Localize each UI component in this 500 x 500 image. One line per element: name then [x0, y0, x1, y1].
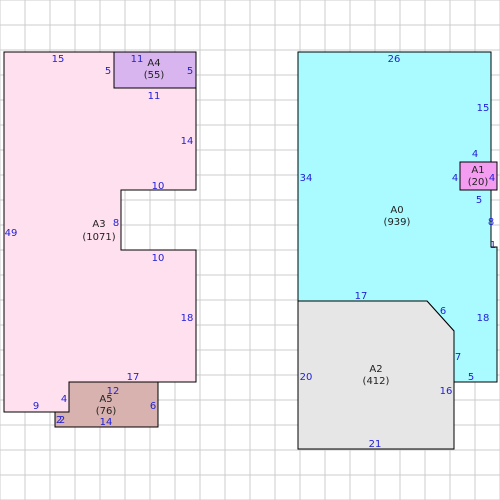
- dim-label-a4-top: 11: [131, 54, 144, 65]
- dim-label-a5-bottom: 14: [100, 417, 113, 428]
- dim-label-a2-chamfer: 6: [440, 306, 446, 317]
- area-a5-value: (76): [96, 406, 117, 417]
- dim-label-a2-top: 17: [355, 291, 368, 302]
- dim-label-a3-right-lower: 18: [181, 313, 194, 324]
- dim-label-a5-top: 12: [107, 386, 120, 397]
- dim-label-a0-right-lower: 18: [477, 313, 490, 324]
- dim-label-a0-bottom-right: 5: [468, 372, 474, 383]
- area-a5: [54, 381, 159, 428]
- dim-label-a1-bottom: 5: [476, 195, 482, 206]
- dim-label-a3-left: 49: [5, 228, 18, 239]
- dim-label-a2-right-upper: 7: [455, 352, 461, 363]
- dim-label-a0-right-mid: 8: [488, 217, 494, 228]
- area-a0-value: (939): [384, 217, 411, 228]
- dim-label-a3-right-upper: 14: [181, 136, 194, 147]
- dim-label-a4-left: 5: [105, 66, 111, 77]
- area-a1-value: (20): [468, 177, 489, 188]
- area-a1-name: A1: [471, 165, 484, 176]
- area-a0-name: A0: [390, 205, 403, 216]
- dim-label-a3-top: 15: [52, 54, 65, 65]
- dim-label-a5-right: 6: [150, 401, 156, 412]
- area-a1: [459, 161, 498, 191]
- dim-label-a3-bottom-left: 9: [33, 401, 39, 412]
- area-a2-value: (412): [363, 376, 390, 387]
- area-a4: [113, 51, 197, 89]
- dim-label-a3-notch-side: 8: [113, 218, 119, 229]
- area-a3-value: (1071): [82, 232, 115, 243]
- dim-label-a3-notch-bottom: 10: [152, 253, 165, 264]
- dim-label-a2-bottom: 21: [369, 439, 382, 450]
- dim-label-a3-notch-top: 10: [152, 181, 165, 192]
- dim-label-a0-right-step: 1: [490, 240, 496, 251]
- dim-label-a1-right: 4: [489, 173, 495, 184]
- dim-label-a5-step-b: 2: [59, 415, 65, 426]
- dim-label-a3-bottom-right: 17: [127, 372, 140, 383]
- dim-label-a5-left: 4: [61, 394, 67, 405]
- dim-label-a5-step-a: 2: [56, 415, 62, 426]
- area-a2-name: A2: [369, 364, 382, 375]
- dim-label-a0-left: 34: [300, 173, 313, 184]
- dim-label-a4-bottom: 11: [148, 91, 161, 102]
- area-a3-name: A3: [92, 219, 105, 230]
- dim-label-a0-right-upper: 15: [477, 103, 490, 114]
- area-a4-value: (55): [144, 70, 165, 81]
- area-a5-name: A5: [99, 394, 112, 405]
- dim-label-a2-right: 16: [440, 386, 453, 397]
- area-a4-name: A4: [147, 58, 160, 69]
- area-a2: [297, 300, 455, 450]
- dim-label-a1-top: 4: [472, 149, 478, 160]
- dim-label-a2-left: 20: [300, 372, 313, 383]
- dim-label-a1-left: 4: [452, 173, 458, 184]
- dim-label-a4-right: 5: [187, 66, 193, 77]
- dim-label-a0-top: 26: [388, 54, 401, 65]
